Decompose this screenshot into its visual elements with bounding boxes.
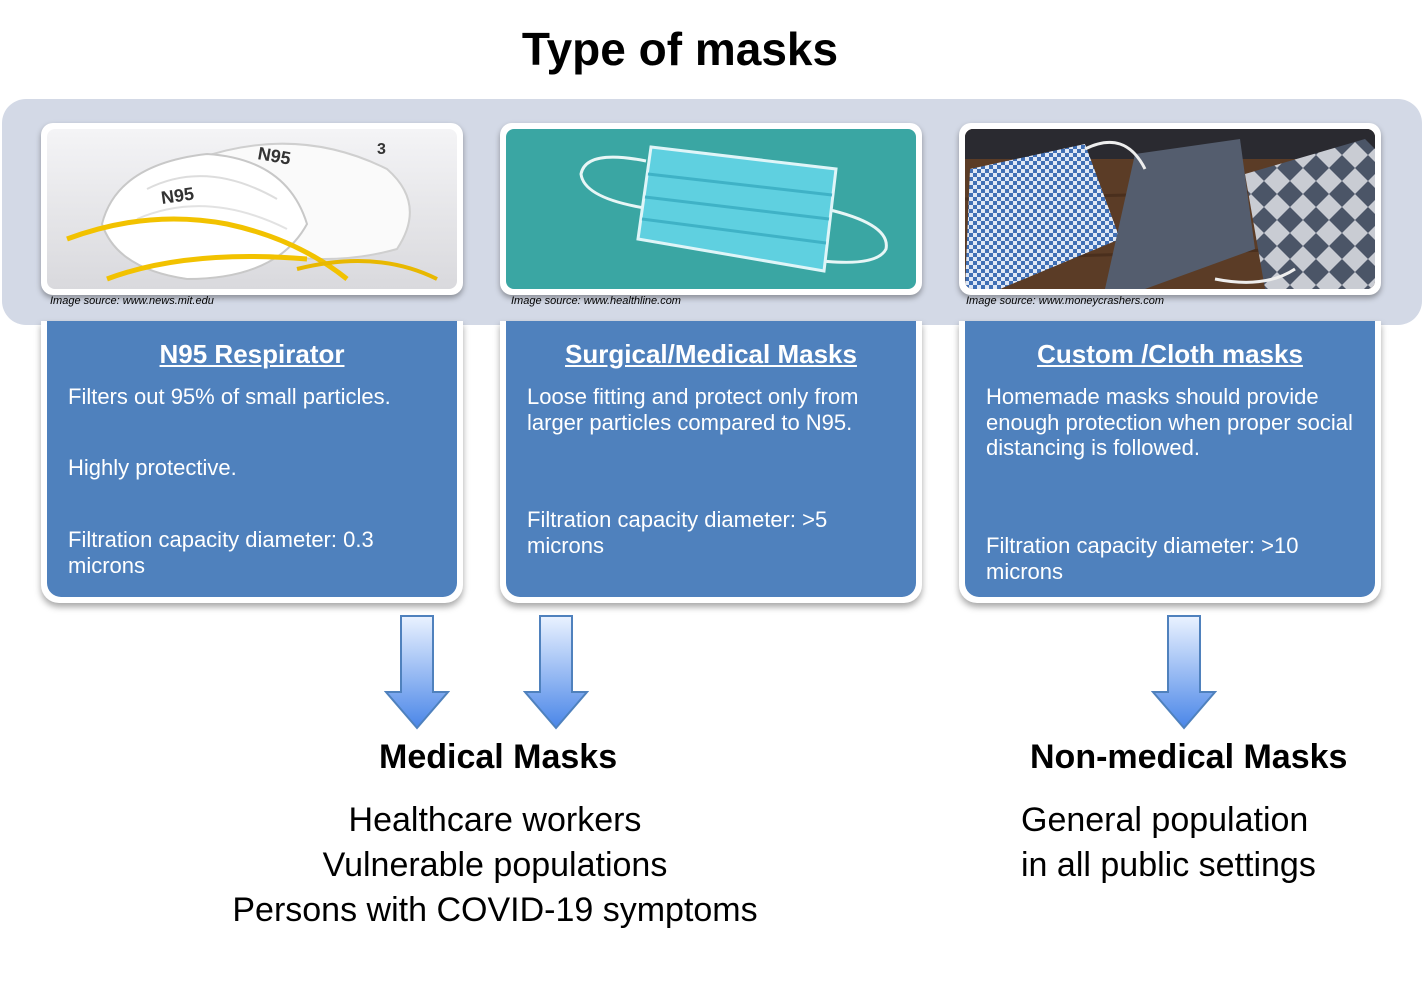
medical-masks-heading: Medical Masks <box>379 738 618 776</box>
surgical-card-title: Surgical/Medical Masks <box>565 339 857 369</box>
surgical-mask-image <box>506 129 916 289</box>
cloth-card-title: Custom /Cloth masks <box>1037 339 1303 369</box>
n95-card: N95 Respirator Filters out 95% of small … <box>41 321 463 603</box>
n95-card-text: Highly protective. <box>68 455 237 480</box>
n95-print-label: N95 <box>160 184 195 208</box>
cloth-card: Custom /Cloth masks Homemade masks shoul… <box>959 321 1381 603</box>
surgical-card: Surgical/Medical Masks Loose fitting and… <box>500 321 922 603</box>
audience-line: Persons with COVID-19 symptoms <box>232 891 758 929</box>
surgical-photo-frame <box>500 123 922 295</box>
surgical-photo <box>506 129 916 289</box>
n95-card-title: N95 Respirator <box>159 339 345 369</box>
down-arrow-icon <box>384 615 450 730</box>
image-source-surgical: Image source: www.healthline.com <box>511 295 681 307</box>
cloth-card-text: Homemade masks should provide enough pro… <box>986 384 1353 460</box>
image-source-n95: Image source: www.news.mit.edu <box>50 295 214 307</box>
image-source-cloth: Image source: www.moneycrashers.com <box>966 295 1165 307</box>
non-medical-masks-heading: Non-medical Masks <box>1030 738 1348 776</box>
n95-print-label: 3 <box>377 141 386 158</box>
n95-card-text: Filtration capacity diameter: 0.3 micron… <box>68 527 374 578</box>
n95-card-body: N95 Respirator Filters out 95% of small … <box>47 321 457 597</box>
surgical-card-text: Loose fitting and protect only from larg… <box>527 384 859 435</box>
diagram-title: Type of masks <box>521 23 839 75</box>
audience-line: Healthcare workers <box>348 801 642 839</box>
cloth-card-text: Filtration capacity diameter: >10 micron… <box>986 533 1299 584</box>
non-medical-masks-audience: General population in all public setting… <box>1021 798 1316 888</box>
audience-line: in all public settings <box>1021 846 1316 884</box>
audience-line: General population <box>1021 801 1309 839</box>
surgical-card-body: Surgical/Medical Masks Loose fitting and… <box>506 321 916 597</box>
n95-photo: N95 N95 3 <box>47 129 457 289</box>
n95-card-text: Filters out 95% of small particles. <box>68 384 391 409</box>
medical-masks-audience: Healthcare workers Vulnerable population… <box>195 798 795 933</box>
surgical-card-text: Filtration capacity diameter: >5 microns <box>527 507 828 558</box>
cloth-photo <box>965 129 1375 289</box>
cloth-photo-frame <box>959 123 1381 295</box>
cloth-masks-image <box>965 129 1375 289</box>
cloth-card-body: Custom /Cloth masks Homemade masks shoul… <box>965 321 1375 597</box>
n95-photo-frame: N95 N95 3 <box>41 123 463 295</box>
down-arrow-icon <box>523 615 589 730</box>
n95-respirator-image: N95 N95 3 <box>47 129 457 289</box>
down-arrow-icon <box>1151 615 1217 730</box>
audience-line: Vulnerable populations <box>322 846 668 884</box>
